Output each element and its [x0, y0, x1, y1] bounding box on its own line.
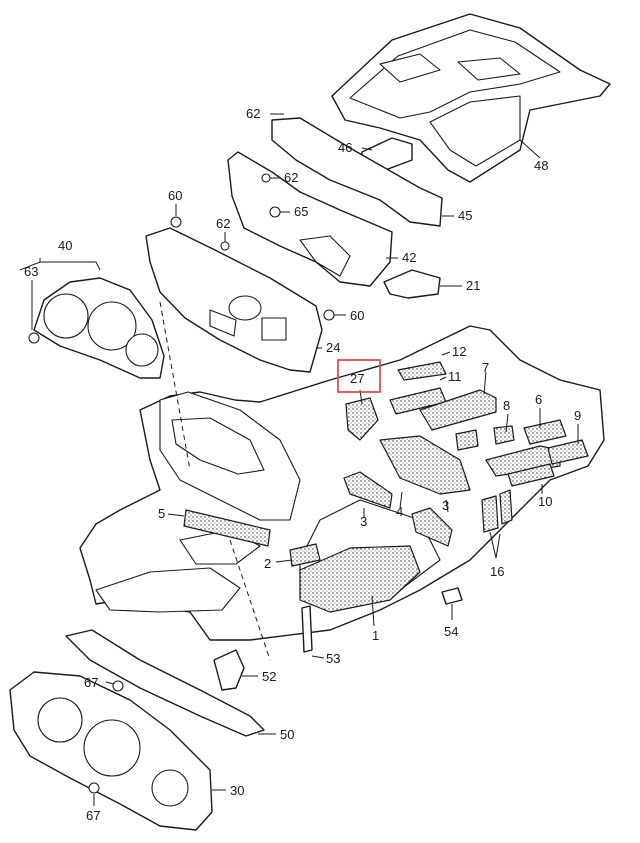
callout-65: 65: [294, 204, 308, 219]
clip-63: [28, 332, 40, 344]
clip-62-c: [220, 241, 230, 251]
bulkhead-part: [227, 151, 393, 287]
wheelhouse-insulation-part: [33, 277, 165, 379]
pad-21: [383, 269, 441, 299]
callout-60-b: 60: [350, 308, 364, 323]
callout-50: 50: [280, 727, 294, 742]
dash-insulation-part: [9, 671, 213, 831]
firewall-insulation-part: [145, 227, 323, 373]
clip-67-a: [112, 680, 124, 692]
floor-carpet-part: [331, 13, 611, 183]
callout-27-highlighted: 27: [350, 371, 364, 386]
callout-67-a: 67: [84, 675, 98, 690]
pad-5: [183, 509, 271, 547]
clip-60-a: [170, 216, 182, 228]
callout-3-a: 3: [360, 514, 367, 529]
callout-21: 21: [466, 278, 480, 293]
callout-labels: 62 46 48 62 60 62 65 45 40 63 42 21 60 2…: [24, 106, 581, 823]
callout-9: 9: [574, 408, 581, 423]
pad-8-b: [493, 425, 515, 445]
clip-60-b: [323, 309, 335, 321]
callout-4: 4: [396, 504, 403, 519]
pad-12: [397, 361, 447, 381]
pad-6: [523, 419, 567, 445]
part-53: [301, 605, 313, 653]
tunnel-pad-4: [379, 435, 471, 495]
callout-54: 54: [444, 624, 458, 639]
callout-62-a: 62: [246, 106, 260, 121]
leader-dashed-a: [159, 301, 191, 471]
leader-dashed-b: [229, 539, 271, 661]
pad-10-b: [507, 463, 555, 487]
callout-52: 52: [262, 669, 276, 684]
callout-40: 40: [58, 238, 72, 253]
trim-strip-50: [65, 629, 265, 737]
callout-8: 8: [503, 398, 510, 413]
pad-16-b: [499, 489, 513, 525]
callout-11: 11: [448, 369, 462, 384]
cowl-panel-part: [271, 117, 443, 227]
highlight-box-27: [337, 359, 381, 393]
callout-48: 48: [534, 158, 548, 173]
callout-3-b: 3: [442, 498, 449, 513]
clip-54: [441, 587, 463, 605]
callout-62-c: 62: [216, 216, 230, 231]
callout-6: 6: [535, 392, 542, 407]
callout-24: 24: [326, 340, 340, 355]
pad-8: [455, 429, 479, 451]
pad-16-a: [481, 495, 499, 533]
floor-pad-1: [299, 545, 421, 613]
callout-30: 30: [230, 783, 244, 798]
pad-9: [547, 439, 589, 465]
callout-53: 53: [326, 651, 340, 666]
callout-2: 2: [264, 556, 271, 571]
pad-2: [289, 543, 321, 567]
callout-60-a: 60: [168, 188, 182, 203]
pad-27: [345, 397, 379, 441]
pad-3-a: [343, 471, 393, 509]
callout-16: 16: [490, 564, 504, 579]
callout-7: 7: [482, 360, 489, 375]
pad-3-b: [411, 507, 453, 547]
clip-62-b: [261, 173, 271, 183]
callout-45: 45: [458, 208, 472, 223]
pad-7: [419, 389, 497, 431]
clip-67-b: [88, 782, 100, 794]
callout-42: 42: [402, 250, 416, 265]
callout-12: 12: [452, 344, 466, 359]
callout-62-b: 62: [284, 170, 298, 185]
leader-lines: [19, 113, 579, 806]
part-52: [213, 649, 245, 691]
callout-5: 5: [158, 506, 165, 521]
clip-65: [269, 206, 281, 218]
callout-67-b: 67: [86, 808, 100, 823]
callout-46: 46: [338, 140, 352, 155]
callout-10: 10: [538, 494, 552, 509]
callout-63: 63: [24, 264, 38, 279]
callout-1: 1: [372, 628, 379, 643]
